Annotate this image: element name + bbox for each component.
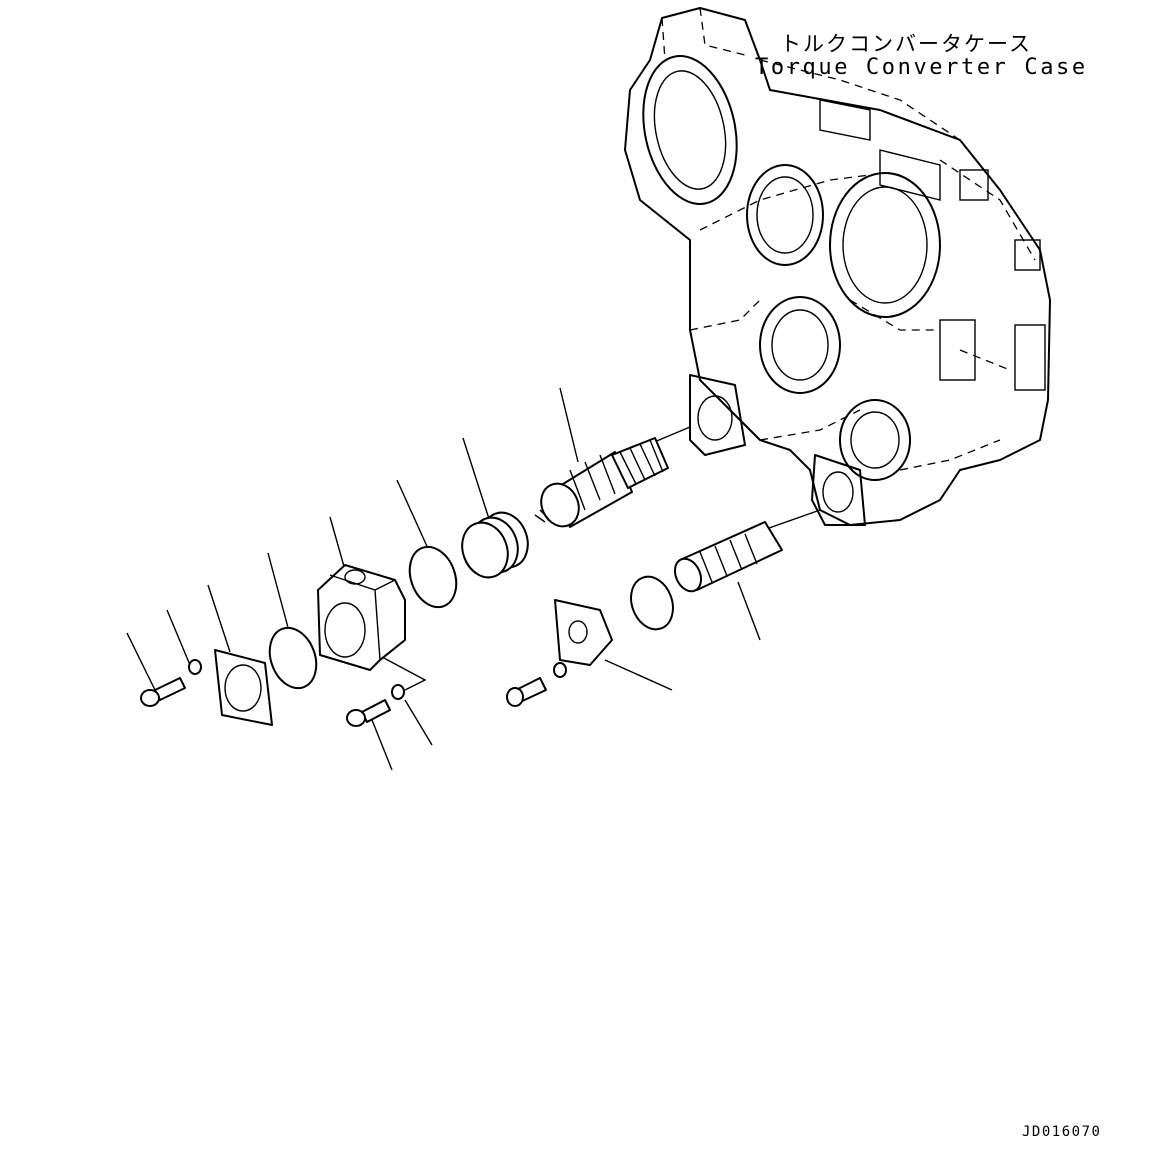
- o-rings: [268, 545, 674, 690]
- lower-strainer: [673, 521, 783, 593]
- filter-housing: [317, 564, 406, 671]
- case-label-japanese: トルクコンバータケース: [780, 32, 1032, 56]
- cover-plate: [214, 649, 273, 726]
- drawing-code: JD016070: [1022, 1124, 1102, 1140]
- flange-cover: [506, 599, 613, 707]
- torque-converter-case: [624, 7, 1051, 526]
- bolt-washer-center: [346, 684, 405, 727]
- case-label-english: Torque Converter Case: [755, 55, 1088, 80]
- spring: [461, 511, 529, 579]
- strainer-element: [534, 437, 669, 528]
- bolt-washer-left: [140, 659, 202, 707]
